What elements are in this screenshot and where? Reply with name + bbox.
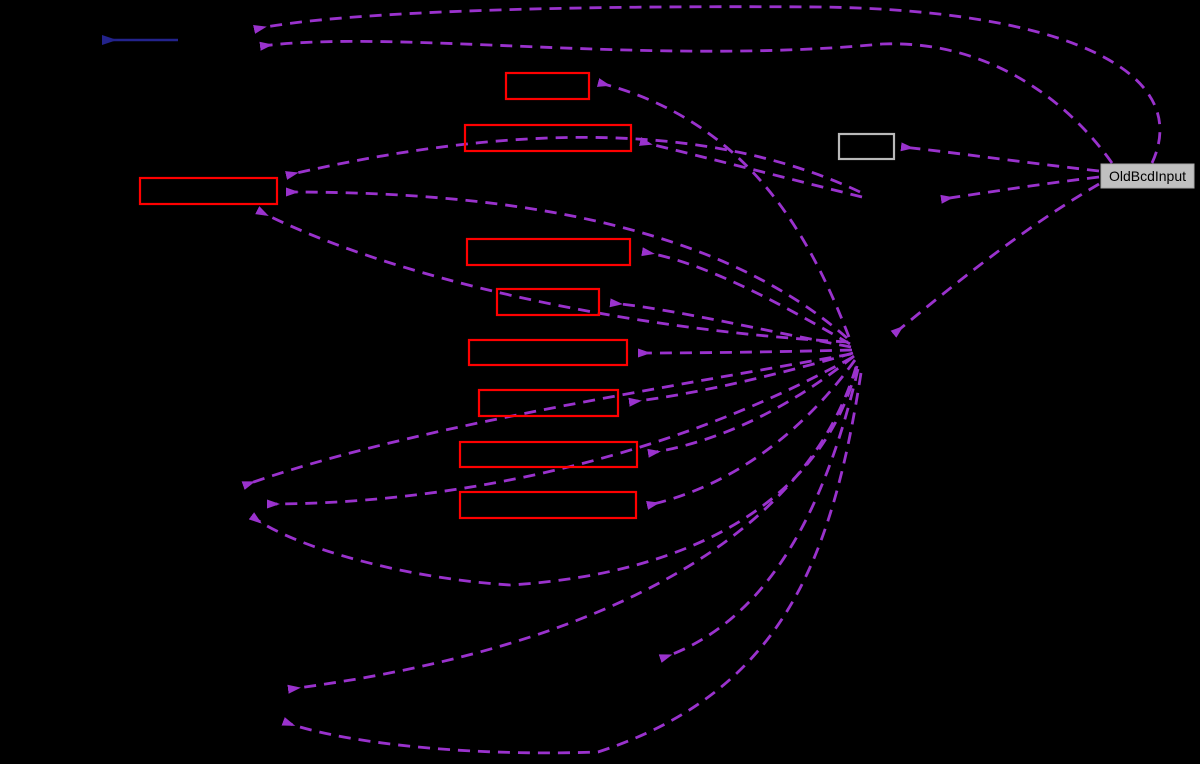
node-mid-6[interactable] [458,490,638,520]
label-layer: OldBcdInput [1100,163,1195,189]
node-top-2[interactable] [463,123,633,153]
edge-hub-to-midleft-b [266,355,854,509]
nodes-layer [2,26,960,736]
edge-old-to-topleft-b [259,39,1114,164]
edge-hub-to-midleft-c [248,365,859,587]
old-bcd-input-label[interactable]: OldBcdInput [1109,168,1186,184]
edge-hub-to-top1 [596,78,851,338]
hidden-bottom-2 [185,710,271,736]
hidden-bottom-3 [565,648,650,674]
hidden-far-left [2,28,88,54]
edge-hub-to-mid1 [641,247,851,346]
hidden-right-c [865,188,935,212]
edge-old-to-gray [900,142,1100,173]
hidden-bottom-1 [190,678,278,704]
edge-hub-to-bottom2 [281,372,863,755]
edge-hub-to-midleft-a [241,352,852,490]
hidden-hub [850,333,960,373]
old-bcd-input-node[interactable] [1100,163,1195,189]
edge-hub-to-mid6 [646,359,857,510]
hidden-mid-left [150,490,255,520]
node-mid-1[interactable] [465,237,632,267]
node-left[interactable] [138,176,279,206]
node-gray[interactable] [837,132,896,161]
edge-hub-to-bottom3 [658,368,860,663]
edge-rightc-to-top2 [638,137,863,199]
node-mid-2[interactable] [495,287,601,317]
edges-layer [102,5,1162,755]
node-top-1[interactable] [504,71,591,101]
edge-hub-to-mid2 [609,298,852,349]
edge-old-to-topleft-a [253,5,1162,164]
edge-rightc-to-left-a [285,136,861,194]
edge-hub-to-mid5 [647,354,855,458]
edge-old-to-hub [890,182,1100,338]
hidden-top-left [178,26,246,56]
node-mid-4[interactable] [477,388,620,418]
edge-old-to-right-c [940,175,1100,204]
edge-hub-to-bottom1 [287,366,858,694]
edge-hub-to-mid3 [637,348,853,358]
edge-hub-to-left-c [255,206,849,344]
node-mid-5[interactable] [458,440,639,469]
edge-hub-to-mid4 [628,351,854,407]
node-mid-3[interactable] [467,338,629,367]
edge-hub-to-left-b [285,187,848,340]
